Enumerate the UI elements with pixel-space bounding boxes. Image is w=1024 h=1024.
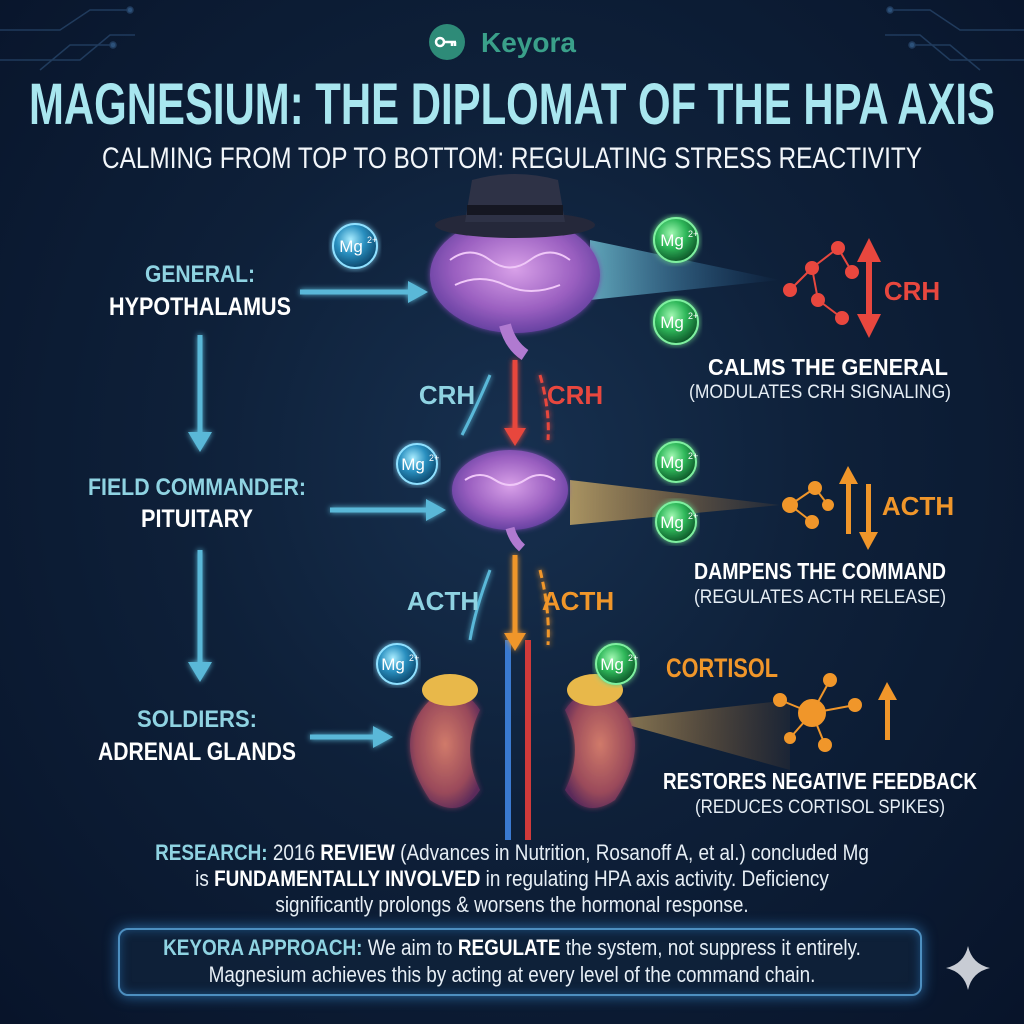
research-year: 2016	[272, 840, 315, 865]
approach-bold: REGULATE	[457, 935, 561, 960]
mg-ion-bubble: Mg 2+	[396, 443, 439, 485]
acth-label-out: ACTH	[542, 586, 614, 616]
approach-box	[118, 928, 922, 996]
mg-bubble-circle	[653, 217, 699, 263]
mg-label: Mg	[660, 513, 684, 532]
mg-charge: 2+	[688, 229, 698, 239]
effect-restores-feedback: RESTORES NEGATIVE FEEDBACK	[663, 768, 977, 794]
mg-charge: 2+	[628, 653, 638, 663]
research-review: REVIEW	[320, 840, 395, 865]
mg-ion-bubble: Mg 2+	[332, 223, 378, 269]
mg-charge: 2+	[688, 511, 698, 521]
page-subtitle: CALMING FROM TOP TO BOTTOM: REGULATING S…	[102, 142, 922, 175]
mg-label: Mg	[339, 237, 363, 256]
pituitary-brain	[452, 450, 780, 552]
adrenal-kidneys	[410, 640, 790, 840]
mg-ion-bubble: Mg 2+	[653, 299, 699, 345]
detail-crh: (MODULATES CRH SIGNALING)	[689, 382, 951, 403]
organ-hypothalamus: HYPOTHALAMUS	[109, 293, 291, 321]
crh-molecule	[783, 241, 859, 325]
acth-output-label: ACTH	[882, 491, 954, 521]
role-soldiers: SOLDIERS:	[137, 706, 257, 733]
chain-arrows	[188, 281, 446, 748]
mg-label: Mg	[600, 655, 624, 674]
mg-label: Mg	[381, 655, 405, 674]
crh-output-label: CRH	[884, 276, 940, 306]
cortisol-label: CORTISOL	[666, 653, 778, 683]
mg-ion-bubble: Mg 2+	[595, 643, 638, 685]
hat-icon	[435, 174, 595, 238]
role-general: GENERAL:	[145, 261, 255, 288]
cortisol-molecule	[773, 673, 862, 752]
mg-charge: 2+	[688, 451, 698, 461]
effect-calms-general: CALMS THE GENERAL	[708, 354, 948, 380]
mg-label: Mg	[401, 455, 425, 474]
mg-charge: 2+	[409, 653, 419, 663]
mg-charge: 2+	[688, 311, 698, 321]
mg-ion-bubble: Mg 2+	[655, 441, 698, 483]
detail-cortisol: (REDUCES CORTISOL SPIKES)	[695, 797, 945, 818]
approach-text: KEYORA APPROACH: We aim to REGULATE the …	[123, 934, 900, 988]
mg-bubble-circle	[595, 643, 637, 685]
sparkle-icon	[946, 946, 990, 990]
mg-bubble-circle	[655, 501, 697, 543]
flow-arrows	[460, 360, 550, 651]
key-icon	[434, 36, 457, 48]
mg-label: Mg	[660, 453, 684, 472]
mg-charge: 2+	[429, 453, 439, 463]
effect-dampens-command: DAMPENS THE COMMAND	[694, 558, 946, 584]
hypothalamus-brain	[430, 174, 780, 360]
mg-charge: 2+	[367, 235, 377, 245]
approach-text-1: We aim to	[367, 935, 453, 960]
research-text-1: (Advances in Nutrition, Rosanoff A, et a…	[195, 840, 869, 891]
mg-bubble-circle	[655, 441, 697, 483]
approach-text-3: Magnesium achieves this by acting at eve…	[208, 962, 816, 987]
role-field-commander: FIELD COMMANDER:	[88, 474, 306, 501]
mg-bubble-circle	[376, 643, 418, 685]
keyora-logo: Keyora	[429, 24, 576, 60]
page-title: MAGNESIUM: THE DIPLOMAT OF THE HPA AXIS	[29, 72, 995, 137]
acth-molecule	[782, 481, 834, 529]
mg-label: Mg	[660, 231, 684, 250]
acth-up-down-arrow-icon	[839, 466, 878, 550]
approach-label: KEYORA APPROACH:	[163, 935, 363, 960]
mg-ion-bubble: Mg 2+	[376, 643, 419, 685]
circuit-decoration	[0, 6, 1024, 71]
brand-name: Keyora	[481, 27, 576, 58]
mg-label: Mg	[660, 313, 684, 332]
mg-bubble-circle	[332, 223, 378, 269]
research-paragraph: RESEARCH: 2016 REVIEW (Advances in Nutri…	[149, 840, 875, 918]
crh-label-in: CRH	[419, 380, 475, 410]
mg-ion-bubble: Mg 2+	[655, 501, 698, 543]
approach-text-2: the system, not suppress it entirely.	[565, 935, 861, 960]
mg-bubbles: Mg 2+ Mg 2+ Mg 2+ Mg 2+ Mg 2+ Mg 2+ Mg 2+ Mg 2+	[332, 217, 699, 685]
mg-bubble-circle	[396, 443, 438, 485]
crh-label-out: CRH	[547, 380, 603, 410]
crh-up-down-arrow-icon	[857, 238, 881, 338]
detail-acth: (REGULATES ACTH RELEASE)	[694, 587, 946, 608]
acth-label-in: ACTH	[407, 586, 479, 616]
research-label: RESEARCH:	[155, 840, 268, 865]
mg-ion-bubble: Mg 2+	[653, 217, 699, 263]
organ-pituitary: PITUITARY	[141, 505, 253, 533]
research-bold: FUNDAMENTALLY INVOLVED	[214, 866, 481, 891]
research-text-2: in regulating HPA axis activity. Deficie…	[275, 866, 829, 917]
mg-bubble-circle	[653, 299, 699, 345]
organ-adrenal-glands: ADRENAL GLANDS	[98, 738, 296, 766]
cortisol-up-arrow-icon	[878, 682, 897, 740]
